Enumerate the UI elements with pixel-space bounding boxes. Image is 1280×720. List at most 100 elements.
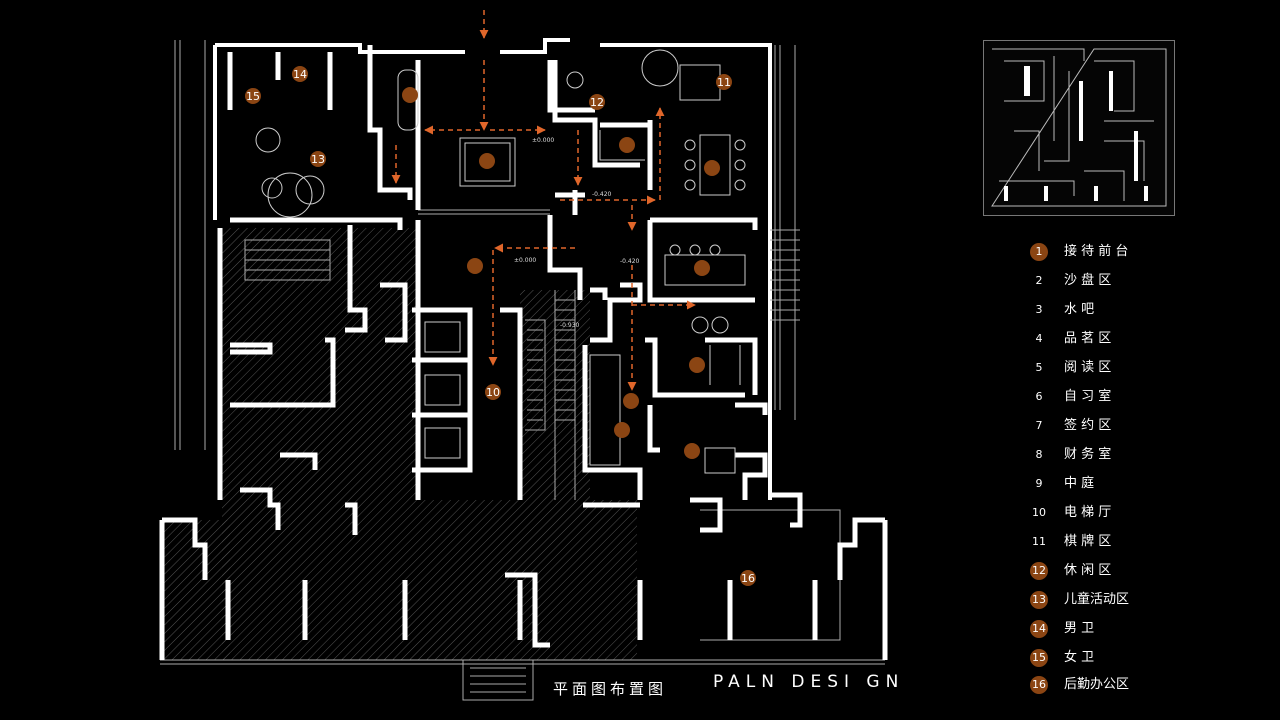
flow-arrows <box>391 10 696 391</box>
elevation-labels: ±0.000 -0.420 ±0.000 -0.420 -0.930 <box>514 137 640 329</box>
room-marker <box>694 260 710 276</box>
legend-number: 6 <box>1035 390 1043 403</box>
room-marker <box>684 443 700 459</box>
room-marker-dot <box>704 160 720 176</box>
room-marker-label: 10 <box>486 386 500 399</box>
room-marker-dot <box>694 260 710 276</box>
key-plan-drawing <box>991 48 1167 207</box>
room-marker <box>467 258 483 274</box>
legend-label: 财 务 室 <box>1064 447 1112 462</box>
legend-label: 沙 盘 区 <box>1064 273 1112 288</box>
legend-item: 7 签 约 区 <box>1030 417 1150 437</box>
legend-label: 接 待 前 台 <box>1064 244 1129 259</box>
legend-number: 2 <box>1035 274 1043 287</box>
hatched-zones <box>160 228 637 660</box>
room-marker <box>479 153 495 169</box>
room-marker-dot <box>467 258 483 274</box>
room-marker: 10 <box>485 384 501 400</box>
legend-number: 1 <box>1030 243 1048 261</box>
legend-label: 男 卫 <box>1064 621 1095 636</box>
room-marker-dot <box>623 393 639 409</box>
legend-number: 3 <box>1035 303 1043 316</box>
legend-label: 品 茗 区 <box>1064 331 1112 346</box>
elevation-label: -0.420 <box>592 191 612 198</box>
legend-number: 7 <box>1035 419 1043 432</box>
legend-number: 10 <box>1032 506 1046 519</box>
legend-number: 12 <box>1030 562 1048 580</box>
legend-number: 4 <box>1035 332 1043 345</box>
elevation-label: ±0.000 <box>532 137 554 144</box>
legend-item: 6 自 习 室 <box>1030 388 1150 408</box>
legend-number: 16 <box>1030 676 1048 694</box>
legend-item: 2 沙 盘 区 <box>1030 272 1150 292</box>
room-marker-dot <box>740 570 756 586</box>
room-marker-label: 14 <box>293 68 307 81</box>
room-marker-label: 13 <box>311 153 325 166</box>
room-marker-dot <box>310 151 326 167</box>
key-plan-thumbnail <box>983 40 1175 216</box>
room-marker <box>619 137 635 153</box>
room-marker: 11 <box>716 74 732 90</box>
room-marker <box>623 393 639 409</box>
legend-item: 10 电 梯 厅 <box>1030 504 1150 524</box>
plan-markers: 10 11 12 13 14 15 16 <box>245 66 756 586</box>
legend-number: 9 <box>1035 477 1043 490</box>
room-marker <box>689 357 705 373</box>
room-marker-label: 11 <box>717 76 731 89</box>
room-marker-dot <box>619 137 635 153</box>
legend-label: 儿童活动区 <box>1064 592 1130 607</box>
legend-item: 5 阅 读 区 <box>1030 359 1150 379</box>
room-marker-dot <box>589 94 605 110</box>
legend-number: 15 <box>1030 649 1048 667</box>
legend-item: 11 棋 牌 区 <box>1030 533 1150 553</box>
room-marker-label: 15 <box>246 90 260 103</box>
legend-number: 14 <box>1030 620 1048 638</box>
room-marker-dot <box>716 74 732 90</box>
legend-label: 女 卫 <box>1064 650 1095 665</box>
room-marker-label: 12 <box>590 96 604 109</box>
plan-title: 平面图布置图 <box>553 680 668 698</box>
room-marker: 15 <box>245 88 261 104</box>
elevation-label: ±0.000 <box>514 257 536 264</box>
legend-item: 1 接 待 前 台 <box>1030 243 1150 263</box>
legend-label: 签 约 区 <box>1064 418 1112 433</box>
legend-number: 11 <box>1032 535 1046 548</box>
room-marker-dot <box>479 153 495 169</box>
room-marker <box>402 87 418 103</box>
design-subtitle: PALN DESI GN <box>713 672 905 692</box>
furniture <box>255 49 746 474</box>
room-marker-dot <box>245 88 261 104</box>
legend-item: 15 女 卫 <box>1030 649 1150 669</box>
room-marker-dot <box>614 422 630 438</box>
legend-label: 阅 读 区 <box>1064 360 1112 375</box>
legend-item: 8 财 务 室 <box>1030 446 1150 466</box>
room-marker-dot <box>689 357 705 373</box>
room-marker: 14 <box>292 66 308 82</box>
room-marker-dot <box>684 443 700 459</box>
room-marker <box>614 422 630 438</box>
legend-label: 电 梯 厅 <box>1064 505 1112 520</box>
legend-label: 水 吧 <box>1064 302 1095 317</box>
legend-number: 8 <box>1035 448 1043 461</box>
room-marker: 13 <box>310 151 326 167</box>
legend-label: 棋 牌 区 <box>1064 534 1112 549</box>
legend-label: 后勤办公区 <box>1064 677 1130 692</box>
room-marker-dot <box>292 66 308 82</box>
room-marker-dot <box>402 87 418 103</box>
elevation-label: -0.420 <box>620 258 640 265</box>
legend-label: 中 庭 <box>1064 476 1095 491</box>
room-marker <box>704 160 720 176</box>
room-marker: 12 <box>589 94 605 110</box>
legend-item: 13 儿童活动区 <box>1030 591 1150 611</box>
elevation-label: -0.930 <box>560 322 580 329</box>
legend-item: 9 中 庭 <box>1030 475 1150 495</box>
legend-label: 自 习 室 <box>1064 389 1112 404</box>
legend-number: 13 <box>1030 591 1048 609</box>
legend-item: 3 水 吧 <box>1030 301 1150 321</box>
legend-item: 4 品 茗 区 <box>1030 330 1150 350</box>
legend-number: 5 <box>1035 361 1043 374</box>
room-marker: 16 <box>740 570 756 586</box>
thin-lines <box>160 40 885 701</box>
